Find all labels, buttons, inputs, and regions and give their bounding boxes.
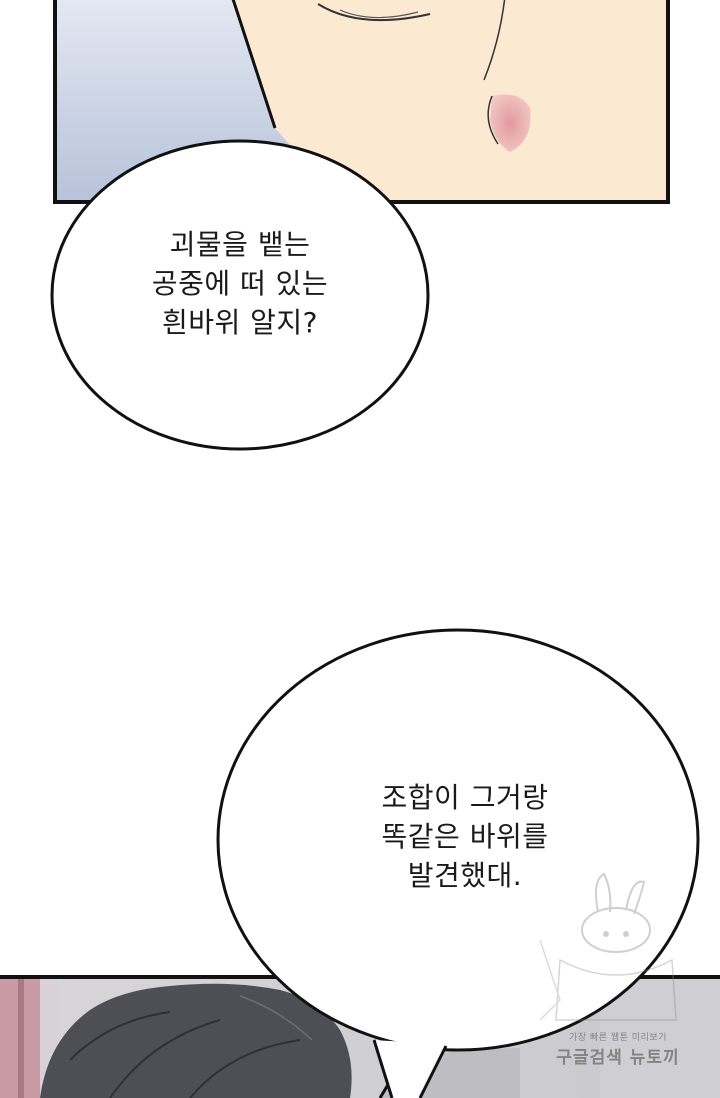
watermark-title: 구글검색 뉴토끼 xyxy=(556,1048,680,1068)
speech-line: 흰바위 알지? xyxy=(161,306,319,339)
speech-bubble-1: 괴물을 뱉는 공중에 떠 있는 흰바위 알지? xyxy=(90,225,390,342)
speech-line: 조합이 그거랑 xyxy=(381,781,549,814)
speech-line: 똑같은 바위를 xyxy=(381,820,549,853)
speech-line: 발견했대. xyxy=(407,859,523,892)
character-skin xyxy=(233,0,668,202)
speech-line: 괴물을 뱉는 xyxy=(169,228,311,261)
site-watermark: 가장 빠른 웹툰 미리보기 구글검색 뉴토끼 xyxy=(534,1030,702,1068)
speech-bubble-2-shape xyxy=(216,628,700,1098)
speech-line: 공중에 떠 있는 xyxy=(151,267,329,300)
rabbit-girl-mascot-icon xyxy=(539,872,677,1021)
blush-mark xyxy=(490,94,531,152)
speech-bubble-2: 조합이 그거랑 똑같은 바위를 발견했대. xyxy=(315,778,615,895)
watermark-tagline: 가장 빠른 웹툰 미리보기 xyxy=(569,1033,667,1043)
speech-bubble-1-shape xyxy=(50,139,430,451)
